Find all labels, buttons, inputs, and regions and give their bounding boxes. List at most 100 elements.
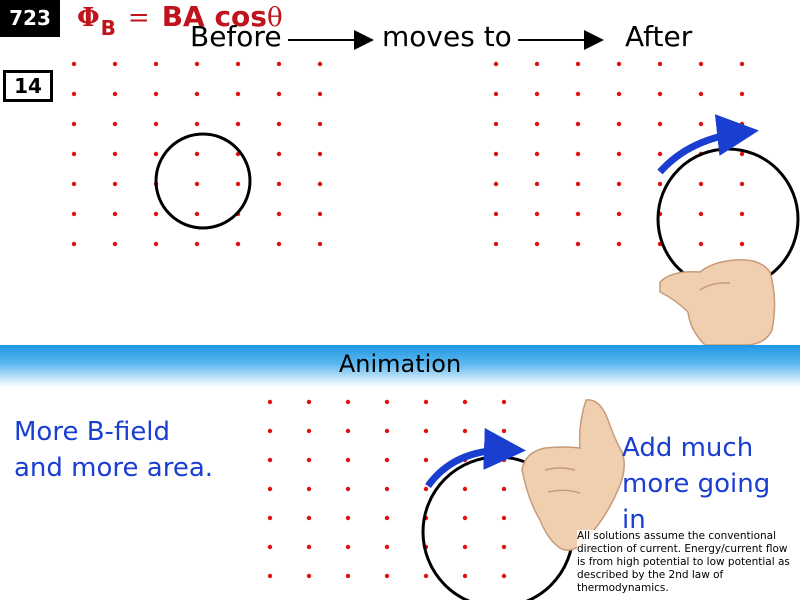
field-dot-icon [739, 241, 745, 247]
field-dot-icon [267, 428, 273, 434]
field-dot-icon [698, 181, 704, 187]
hand-icon [659, 259, 776, 346]
formula-theta: θ [266, 3, 283, 33]
field-dot-icon [384, 457, 390, 463]
field-dot-icon [657, 121, 663, 127]
field-dot-icon [462, 573, 468, 579]
field-dot-icon [267, 544, 273, 550]
field-dot-icon [493, 91, 499, 97]
field-dot-icon [739, 91, 745, 97]
field-dot-icon [657, 181, 663, 187]
field-grid-animation [267, 399, 507, 579]
field-dot-icon [112, 121, 118, 127]
problem-number-badge: 14 [3, 70, 53, 102]
field-dot-icon [267, 573, 273, 579]
field-dot-icon [501, 515, 507, 521]
slide-number-badge: 723 [0, 0, 60, 37]
field-dot-icon [575, 61, 581, 67]
field-dot-icon [493, 61, 499, 67]
field-dot-icon [71, 61, 77, 67]
field-dot-icon [153, 151, 159, 157]
field-dot-icon [317, 211, 323, 217]
field-dot-icon [71, 181, 77, 187]
field-dot-icon [306, 515, 312, 521]
field-dot-icon [462, 486, 468, 492]
field-dot-icon [698, 91, 704, 97]
field-dot-icon [739, 211, 745, 217]
field-dot-icon [616, 181, 622, 187]
field-dot-icon [384, 573, 390, 579]
loop-before [154, 132, 252, 230]
field-dot-icon [194, 121, 200, 127]
field-dot-icon [153, 121, 159, 127]
field-dot-icon [739, 61, 745, 67]
field-dot-icon [384, 486, 390, 492]
field-dot-icon [698, 61, 704, 67]
field-dot-icon [153, 91, 159, 97]
field-dot-icon [501, 544, 507, 550]
right-note: Add much more going in [622, 433, 771, 535]
field-dot-icon [345, 486, 351, 492]
field-dot-icon [534, 241, 540, 247]
field-dot-icon [616, 151, 622, 157]
field-dot-icon [345, 399, 351, 405]
field-dot-icon [112, 211, 118, 217]
field-dot-icon [616, 121, 622, 127]
field-dot-icon [276, 211, 282, 217]
field-dot-icon [267, 486, 273, 492]
field-dot-icon [317, 241, 323, 247]
field-dot-icon [194, 241, 200, 247]
field-dot-icon [267, 515, 273, 521]
field-dot-icon [739, 181, 745, 187]
field-dot-icon [194, 61, 200, 67]
animation-label[interactable]: Animation [338, 350, 462, 378]
field-dot-icon [71, 121, 77, 127]
field-dot-icon [345, 457, 351, 463]
field-dot-icon [575, 121, 581, 127]
field-dot-icon [306, 573, 312, 579]
field-dot-icon [71, 91, 77, 97]
field-dot-icon [534, 211, 540, 217]
field-dot-icon [575, 211, 581, 217]
field-dot-icon [112, 61, 118, 67]
field-dot-icon [534, 61, 540, 67]
field-dot-icon [698, 121, 704, 127]
field-dot-icon [534, 181, 540, 187]
curved-arrow-icon [657, 114, 759, 175]
field-dot-icon [267, 399, 273, 405]
field-dot-icon [194, 151, 200, 157]
field-dot-icon [462, 399, 468, 405]
formula-equals: = [127, 3, 150, 33]
curved-arrow-icon [425, 428, 526, 489]
label-moves-to: moves to [382, 20, 512, 53]
field-dot-icon [616, 211, 622, 217]
field-dot-icon [501, 399, 507, 405]
flux-symbol: Φ [77, 3, 100, 33]
field-dot-icon [235, 61, 241, 67]
flux-subscript: B [100, 16, 116, 40]
field-dot-icon [267, 457, 273, 463]
field-dot-icon [384, 544, 390, 550]
field-dot-icon [575, 181, 581, 187]
formula-rhs: BA cos [161, 0, 267, 33]
field-dot-icon [423, 399, 429, 405]
field-dot-icon [112, 151, 118, 157]
field-dot-icon [462, 544, 468, 550]
animation-band [0, 345, 800, 387]
field-dot-icon [616, 241, 622, 247]
field-grid-before [71, 61, 323, 247]
field-dot-icon [657, 61, 663, 67]
field-grid-after [493, 61, 745, 247]
field-dot-icon [112, 241, 118, 247]
field-dot-icon [575, 151, 581, 157]
field-dot-icon [194, 181, 200, 187]
field-dot-icon [235, 121, 241, 127]
field-dot-icon [345, 544, 351, 550]
field-dot-icon [71, 241, 77, 247]
field-dot-icon [71, 151, 77, 157]
field-dot-icon [194, 211, 200, 217]
field-dot-icon [698, 241, 704, 247]
field-dot-icon [345, 515, 351, 521]
field-dot-icon [739, 151, 745, 157]
